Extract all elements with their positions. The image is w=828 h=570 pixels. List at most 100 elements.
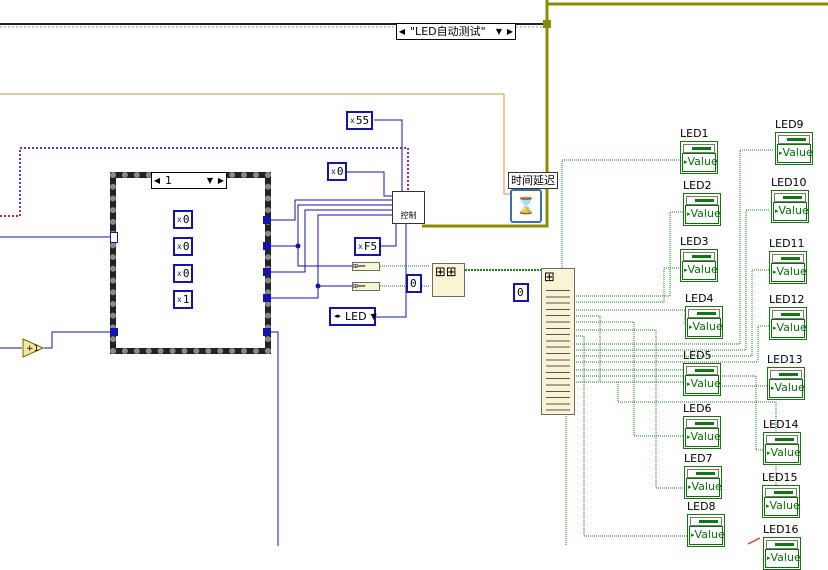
led-indicator[interactable]: LED10▸Value xyxy=(771,176,809,223)
case-selector-terminal xyxy=(110,232,118,243)
chevron-down-icon[interactable]: ▼ xyxy=(370,312,377,321)
led-indicator[interactable]: LED3▸Value xyxy=(680,235,718,282)
chevron-down-icon[interactable]: ▼ xyxy=(206,176,214,185)
led-indicator[interactable]: LED16▸Value xyxy=(763,523,801,570)
hex-constant[interactable]: x0 xyxy=(173,237,194,256)
led-terminal[interactable]: ▸Value xyxy=(683,363,721,396)
led-label: LED1 xyxy=(680,127,709,140)
led-terminal[interactable]: ▸Value xyxy=(683,416,721,449)
led-terminal[interactable]: ▸Value xyxy=(762,485,800,518)
hex-constant-0[interactable]: x0 xyxy=(327,162,348,181)
value-arrow-icon: ▸ xyxy=(779,149,783,157)
increment-arrow-icon[interactable]: ▶ xyxy=(506,27,514,36)
led-value: ▸Value xyxy=(687,318,723,337)
array-grid-icon: ⊞ xyxy=(544,270,555,285)
control-subvi[interactable]: 控制 xyxy=(392,191,425,224)
led-bar-icon xyxy=(765,488,797,497)
value-arrow-icon: ▸ xyxy=(691,531,695,539)
led-label: LED15 xyxy=(762,471,798,484)
led-indicator[interactable]: LED7▸Value xyxy=(684,452,722,499)
index-terminals xyxy=(546,287,570,413)
led-terminal[interactable]: ▸Value xyxy=(769,307,807,340)
led-bar-icon xyxy=(772,254,804,263)
led-value: ▸Value xyxy=(773,202,809,221)
numeric-constant-0[interactable]: 0 xyxy=(406,274,422,293)
tunnel xyxy=(263,268,271,276)
led-terminal[interactable]: ▸Value xyxy=(683,193,721,226)
led-indicator[interactable]: LED1 ▸Value xyxy=(680,127,718,174)
led-value: ▸Value xyxy=(765,444,801,463)
led-indicator[interactable]: LED14▸Value xyxy=(763,418,801,465)
hex-constant[interactable]: x1 xyxy=(173,290,194,309)
olive-wire xyxy=(422,0,549,228)
led-label: LED2 xyxy=(683,179,712,192)
led-indicator[interactable]: LED6▸Value xyxy=(683,402,721,449)
increment-arrow-icon[interactable]: ▶ xyxy=(217,176,225,185)
control-subvi-label: 控制 xyxy=(400,211,417,220)
value-arrow-icon: ▸ xyxy=(684,266,688,274)
led-indicator[interactable]: LED8▸Value xyxy=(687,500,725,547)
led-terminal[interactable]: ▸Value xyxy=(771,190,809,223)
led-indicator[interactable]: LED4 ▸Value xyxy=(685,292,723,339)
value-arrow-icon: ▸ xyxy=(766,502,770,510)
decrement-arrow-icon[interactable]: ◀ xyxy=(153,176,161,185)
led-bar-icon xyxy=(683,252,715,261)
value-arrow-icon: ▸ xyxy=(687,380,691,388)
numeric-constant-0-right[interactable]: 0 xyxy=(513,283,529,302)
led-label: LED8 xyxy=(687,500,716,513)
led-indicator[interactable]: LED13▸Value xyxy=(767,353,805,400)
inner-case-structure[interactable] xyxy=(110,172,271,354)
led-label: LED4 xyxy=(685,292,714,305)
inner-case-selector[interactable]: ◀ 1 ▼ ▶ xyxy=(151,172,227,189)
value-arrow-icon: ▸ xyxy=(689,323,693,331)
hex-constant-f5[interactable]: xF5 xyxy=(354,237,382,256)
value-arrow-icon: ▸ xyxy=(773,268,777,276)
build-array-node[interactable]: ⊞⊞ xyxy=(432,263,465,297)
value-arrow-icon: ▸ xyxy=(771,384,775,392)
hex-constant-55[interactable]: x55 xyxy=(346,111,374,130)
type-cast-node[interactable]: ⊞━━ xyxy=(352,262,380,271)
led-terminal[interactable]: ▸Value xyxy=(767,367,805,400)
led-bar-icon xyxy=(778,135,810,144)
led-terminal[interactable]: ▸Value xyxy=(769,251,807,284)
enum-led-constant[interactable]: ◂▸ LED ▼ xyxy=(329,307,377,326)
increment-node[interactable]: +1 xyxy=(22,338,45,358)
led-bar-icon xyxy=(766,435,798,444)
inner-case-label: 1 xyxy=(165,174,172,187)
hex-constant[interactable]: x0 xyxy=(173,210,194,229)
led-indicator[interactable]: LED15▸Value xyxy=(762,471,800,518)
led-indicator[interactable]: LED12▸Value xyxy=(769,293,807,340)
led-bar-icon xyxy=(690,517,722,526)
time-delay-express-vi[interactable]: ⌛ xyxy=(510,189,542,223)
type-cast-node[interactable]: ⊞━━ xyxy=(352,282,380,291)
index-array-node[interactable]: ⊞ xyxy=(541,268,575,415)
tunnel xyxy=(263,294,271,302)
value-arrow-icon: ▸ xyxy=(687,210,691,218)
led-value: ▸Value xyxy=(682,153,718,172)
led-terminal[interactable]: ▸Value xyxy=(763,432,801,465)
led-terminal[interactable]: ▸Value xyxy=(687,514,725,547)
led-terminal[interactable]: ▸Value xyxy=(685,306,723,339)
led-bar-icon xyxy=(683,144,715,153)
led-value: ▸Value xyxy=(685,205,721,224)
led-label: LED13 xyxy=(767,353,803,366)
led-indicator[interactable]: LED2 ▸Value xyxy=(683,179,721,226)
led-value: ▸Value xyxy=(771,263,807,282)
value-arrow-icon: ▸ xyxy=(688,483,692,491)
led-bar-icon xyxy=(686,366,718,375)
led-terminal[interactable]: ▸Value xyxy=(680,141,718,174)
led-value: ▸Value xyxy=(765,549,801,568)
led-terminal[interactable]: ▸Value xyxy=(763,537,801,570)
hex-constant[interactable]: x0 xyxy=(173,264,194,283)
led-indicator[interactable]: LED5▸Value xyxy=(683,349,721,396)
case-selector-top[interactable]: ◀ "LED自动测试" ▼ ▶ xyxy=(396,23,516,40)
led-terminal[interactable]: ▸Value xyxy=(775,132,813,165)
decrement-arrow-icon[interactable]: ◀ xyxy=(398,27,406,36)
led-terminal[interactable]: ▸Value xyxy=(680,249,718,282)
led-value: ▸Value xyxy=(685,375,721,394)
led-indicator[interactable]: LED9▸Value xyxy=(775,118,813,165)
led-terminal[interactable]: ▸Value xyxy=(684,466,722,499)
chevron-down-icon[interactable]: ▼ xyxy=(495,27,503,36)
block-diagram-wires xyxy=(0,0,828,546)
led-indicator[interactable]: LED11▸Value xyxy=(769,237,807,284)
